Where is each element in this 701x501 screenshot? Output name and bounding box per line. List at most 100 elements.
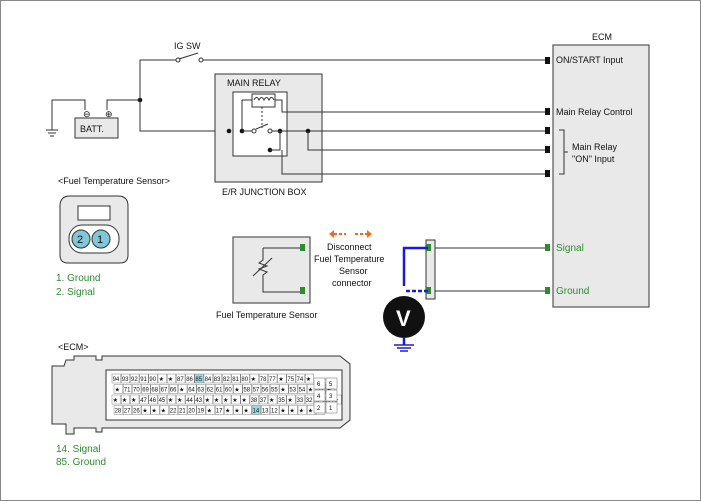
ecm-pin-label: 81 [232, 377, 239, 383]
voltmeter: V [383, 296, 425, 338]
ecm-pin-label: 83 [214, 377, 221, 383]
disconnect-label-4: connector [332, 278, 372, 288]
main-relay-on-wire-3 [281, 150, 548, 175]
sensor-legend-2: 2. Signal [56, 287, 95, 298]
ecm-pin-cell [168, 384, 178, 394]
sensor-connector-face [59, 195, 129, 264]
probe-lead-positive [402, 246, 428, 286]
ecm-pin-cell [286, 394, 296, 405]
ecm-pin-label: ★ [299, 408, 304, 415]
ecm-pin-cell [261, 384, 271, 394]
battery-to-relay-wire [139, 100, 233, 132]
ecm-pin-label: 45 [159, 398, 166, 404]
ecm-pin-cell [168, 405, 178, 415]
ecm-pin-label: ★ [223, 397, 228, 404]
ecm-pin-label: 47 [140, 398, 147, 404]
ecm-pin-label: 33 [297, 398, 304, 404]
ecm-pin-label: ★ [251, 376, 256, 383]
ecm-pin-cell [259, 394, 269, 405]
ecm-pin-cell [132, 405, 142, 415]
ecm-pin-cell [150, 384, 160, 394]
ecm-side-pin-cell [313, 389, 326, 402]
ecm-pin-label: ★ [280, 408, 285, 415]
ecm-label: ECM [592, 32, 612, 42]
ecm-pin-label: 80 [241, 377, 248, 383]
ecm-pin-cell [249, 394, 259, 405]
disconnect-label-2: Fuel Temperature [314, 254, 384, 264]
ecm-pin-cell [240, 373, 250, 384]
ecm-pin-label: 53 [289, 388, 296, 394]
ecm-pin-cell [176, 373, 186, 384]
ecm-pin-label: ★ [168, 397, 173, 404]
ecm-pin-cell [295, 394, 305, 405]
ecm-pin-cell [196, 384, 206, 394]
voltmeter-symbol: V [396, 306, 411, 331]
ecm-pin-cell [141, 384, 151, 394]
ecm-pin-label: ★ [142, 408, 147, 415]
ecm-pin-cell [185, 373, 195, 384]
main-relay-label: MAIN RELAY [227, 78, 281, 88]
ecm-pin-cell [120, 373, 130, 384]
ecm-pin-label: 84 [205, 377, 212, 383]
ecm-pin-label: 28 [115, 409, 122, 415]
battery-ground-icon [46, 129, 58, 137]
ecm-pin-cell [203, 373, 213, 384]
ecm-pin-label: ★ [122, 397, 127, 404]
ecm-pin-cell [268, 394, 278, 405]
ecm-pin-cell [111, 394, 121, 405]
ecm-pin-label: ★ [225, 408, 230, 415]
ecm-pin-cell [159, 405, 169, 415]
harness-pin-signal [426, 244, 431, 251]
ecm-pin-label: 62 [207, 388, 214, 394]
ecm-pin-cell [222, 394, 232, 405]
ecm-pin-cell [270, 384, 280, 394]
ecm-pin-label: 21 [179, 409, 186, 415]
ecm-pin-label: 68 [151, 388, 158, 394]
ecm-pin-cell [187, 405, 197, 415]
ecm-pin-label: 58 [243, 388, 250, 394]
ecm-pin-label: ★ [289, 408, 294, 415]
ecm-pin-cell [277, 373, 287, 384]
ecm-side-pin-label: 6 [317, 382, 321, 388]
ecm-pin-label: ★ [214, 397, 219, 404]
ecm-pin-cell [157, 394, 167, 405]
sensor-pin-1 [300, 287, 305, 294]
ecm-pin-label: ★ [161, 408, 166, 415]
relay-switch-icon [242, 107, 273, 134]
ecm-pin-label: 70 [133, 388, 140, 394]
ecm-pin-label: ★ [287, 397, 292, 404]
ecm-pin-cell [185, 394, 195, 405]
harness-connector [425, 239, 436, 300]
ecm-pin-label: 87 [177, 377, 184, 383]
ecm-pin-cell [251, 384, 261, 394]
ecm-pin-cell [122, 405, 132, 415]
ecm-pin-cell [212, 373, 222, 384]
ecm-pin-label: ★ [234, 387, 239, 394]
ecm-pin-cell [279, 384, 289, 394]
ecm-pin-label: ★ [308, 387, 313, 394]
voltmeter-ground-icon [394, 344, 414, 352]
sensor-pin-2 [300, 244, 305, 251]
ecm-pin-label: 69 [142, 388, 149, 394]
ecm-pin-label: 63 [197, 388, 204, 394]
ecm-connector-title: <ECM> [58, 342, 89, 352]
ecm-pin-label: 44 [186, 398, 193, 404]
ecm-pin-label: 61 [216, 388, 223, 394]
ecm-pin-cell [132, 384, 142, 394]
ecm-pin-cell [261, 405, 271, 415]
ecm-pin-label: 32 [306, 398, 313, 404]
ecm-pin-cell [194, 394, 204, 405]
ecm-pin-cell [205, 405, 215, 415]
ecm-pin-label: 56 [262, 388, 269, 394]
ecm-pin-cell [194, 373, 204, 384]
ecm-pin-cell [166, 373, 176, 384]
ecm-pin-cell [187, 384, 197, 394]
ecm-pin-label: ★ [131, 397, 136, 404]
thermistor-icon [252, 247, 300, 293]
fuel-temp-sensor-box [232, 236, 311, 304]
ecm-side-pin-cell [313, 401, 326, 414]
ecm-legend-1: 14. Signal [56, 444, 100, 455]
ecm-pin-cell [159, 384, 169, 394]
ecm-pin-cell [288, 384, 298, 394]
